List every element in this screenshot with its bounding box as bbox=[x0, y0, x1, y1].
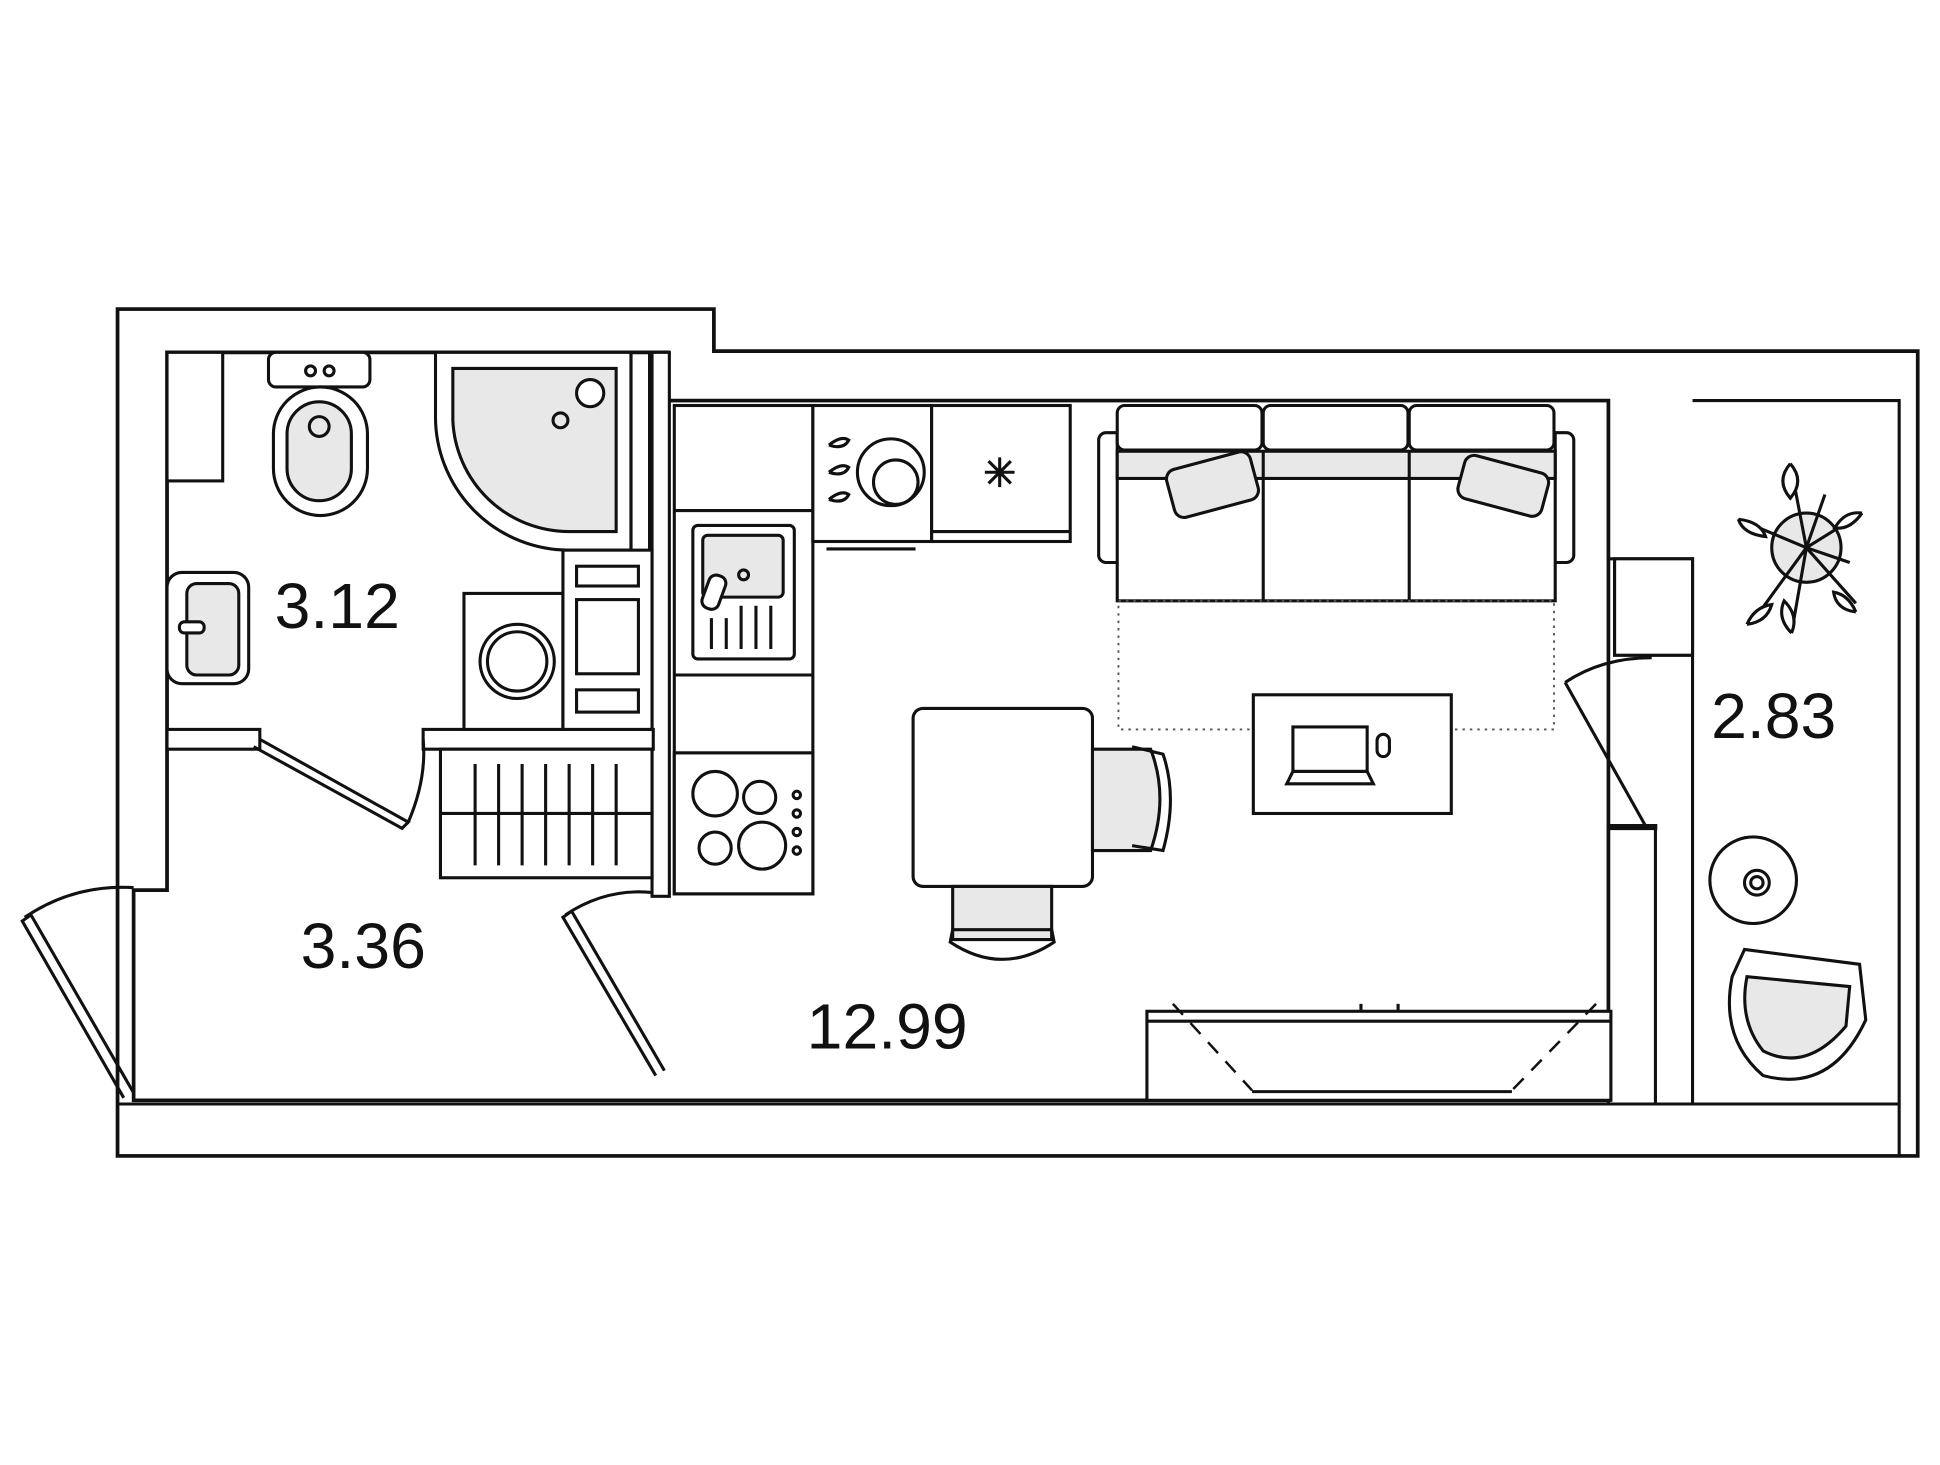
area-label-hallway: 3.36 bbox=[301, 910, 426, 982]
tv-stand bbox=[1145, 1003, 1613, 1102]
entrance-door[interactable] bbox=[20, 885, 135, 1099]
bath-partition bbox=[165, 350, 225, 483]
shower-cabin bbox=[433, 350, 633, 552]
balcony-chair bbox=[1727, 947, 1868, 1081]
stove bbox=[672, 751, 815, 896]
bath-wall-right bbox=[421, 727, 655, 751]
balcony-door[interactable] bbox=[1563, 656, 1652, 827]
plant bbox=[1736, 462, 1864, 635]
balcony-wall-pier bbox=[1613, 557, 1695, 657]
dishwasher bbox=[811, 403, 934, 551]
shelf-unit bbox=[561, 548, 654, 731]
kitchen-sink bbox=[691, 523, 796, 661]
sofa bbox=[1097, 403, 1576, 603]
bath-wall bbox=[165, 727, 262, 751]
bathroom-sink bbox=[165, 570, 251, 686]
desk-with-laptop bbox=[1251, 693, 1453, 816]
balcony-table bbox=[1708, 835, 1799, 926]
area-label-bathroom: 3.12 bbox=[275, 570, 400, 642]
area-label-living-kitchen: 12.99 bbox=[807, 990, 968, 1062]
washing-machine bbox=[462, 591, 565, 731]
wall-kitchen-column bbox=[650, 350, 671, 898]
wardrobe bbox=[438, 747, 654, 880]
toilet bbox=[266, 350, 372, 518]
fridge bbox=[930, 403, 1072, 544]
bath-door[interactable] bbox=[252, 737, 426, 831]
area-label-balcony: 2.83 bbox=[1711, 680, 1836, 752]
wall-outline bbox=[115, 307, 1920, 1158]
kitchen-door[interactable] bbox=[560, 890, 666, 1077]
dining-table bbox=[911, 706, 1172, 961]
